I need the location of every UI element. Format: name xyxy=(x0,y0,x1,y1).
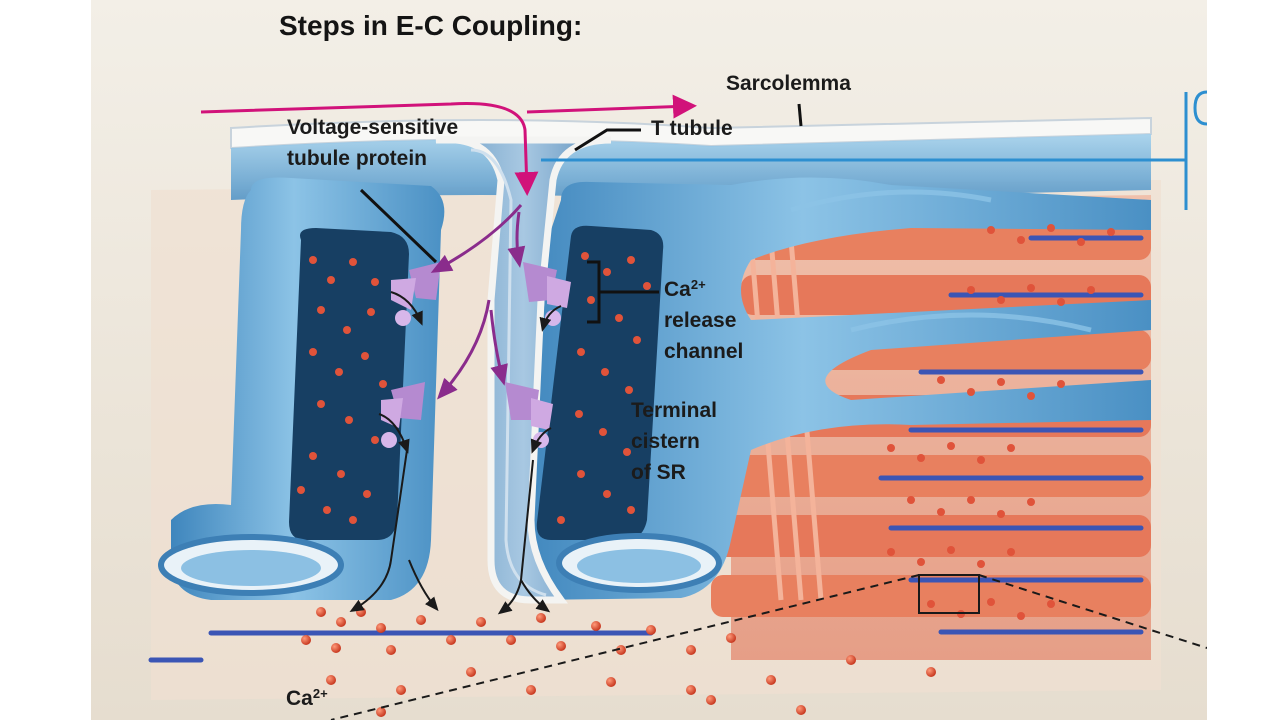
ca-bottom-charge: 2+ xyxy=(312,686,328,701)
terminal-line2: cistern xyxy=(631,430,700,453)
channel-lower-right xyxy=(505,382,553,448)
sarcolemma-label: Sarcolemma xyxy=(726,68,851,99)
zoom-indicator xyxy=(330,574,1207,720)
slide: Steps in E-C Coupling: Sarcolemma T tubu… xyxy=(91,0,1207,720)
t-tubule-leader xyxy=(574,128,641,152)
ec-coupling-illustration xyxy=(148,90,1207,720)
slide-title: Steps in E-C Coupling: xyxy=(279,10,583,41)
t-tubule-text: T tubule xyxy=(651,117,733,140)
callout-line xyxy=(541,90,1207,210)
voltage-protein-leader xyxy=(359,188,438,264)
terminal-cistern-label: Terminal cistern of SR xyxy=(631,395,717,488)
ca-release-charge: 2+ xyxy=(690,277,706,292)
ca-release-line2: release xyxy=(664,309,737,332)
action-potential-arrows xyxy=(200,94,697,196)
calcium-ions-in-sr xyxy=(297,252,651,524)
voltage-sensitive-line2: tubule protein xyxy=(287,147,427,170)
ca-bottom-symbol: Ca xyxy=(286,687,313,710)
right-terminal-cistern xyxy=(517,177,1151,600)
ca-release-line3: channel xyxy=(664,340,744,363)
t-tubule-label: T tubule xyxy=(651,113,733,144)
ca-release-symbol: Ca xyxy=(664,278,691,301)
ca-release-channels xyxy=(381,262,571,448)
sarcolemma-text: Sarcolemma xyxy=(726,72,851,95)
sarcolemma-membrane xyxy=(230,116,1152,200)
voltage-sensitive-line1: Voltage-sensitive xyxy=(287,116,459,139)
release-channel-bracket xyxy=(587,260,659,324)
channel-lower-left xyxy=(381,382,425,448)
ca-release-channel-label: Ca2+ release channel xyxy=(664,274,743,367)
calcium-release-arrows xyxy=(349,291,562,615)
sarcolemma-leader xyxy=(797,103,803,127)
voltage-sensitive-protein-label: Voltage-sensitive tubule protein xyxy=(287,112,458,174)
terminal-line3: of SR xyxy=(631,461,686,484)
leader-lines xyxy=(359,103,803,324)
released-calcium-ions xyxy=(301,607,936,717)
ca-cytosol-label: Ca2+ xyxy=(286,683,328,714)
ca-release-line1: Ca2+ xyxy=(664,274,743,305)
terminal-line1: Terminal xyxy=(631,399,717,422)
t-tubule-signal-arrows xyxy=(430,204,526,400)
calcium-on-myofibrils xyxy=(887,224,1115,620)
